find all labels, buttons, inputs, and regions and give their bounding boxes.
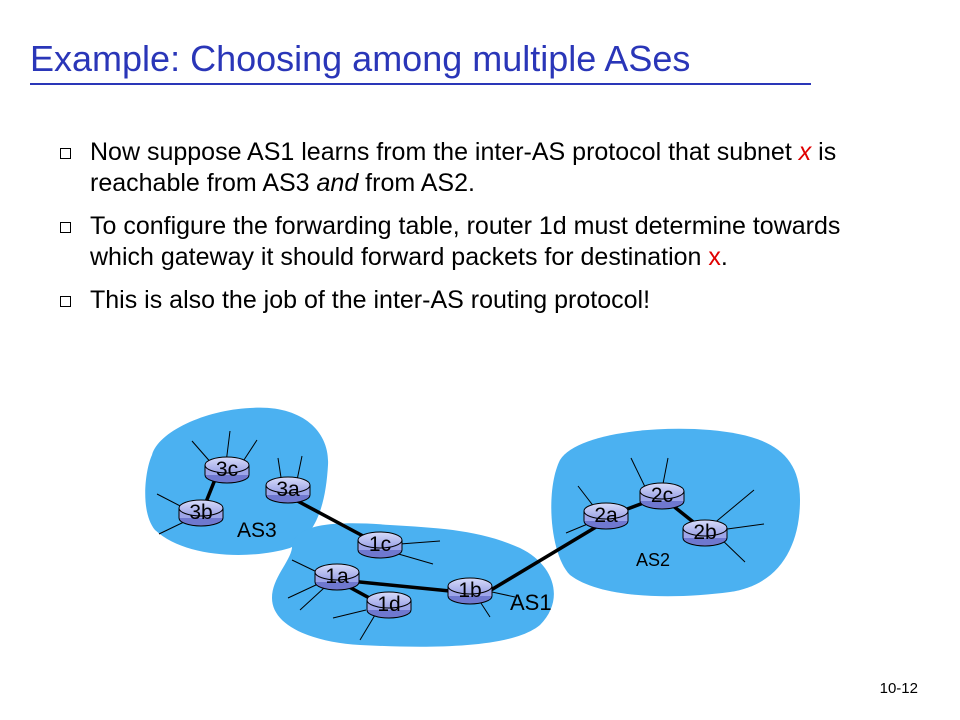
- bullet-text: Now suppose AS1 learns from the inter-AS…: [90, 138, 837, 197]
- destination-x: x: [708, 243, 721, 271]
- as2-region: [551, 428, 800, 597]
- router-1b-label: 1b: [458, 579, 481, 602]
- as-topology-diagram: 3c 3a 3b 1c 1a 1d 1b 2a 2c 2b AS3 AS1 AS…: [145, 407, 800, 647]
- bullet-item: This is also the job of the inter-AS rou…: [60, 285, 900, 316]
- square-bullet-icon: [60, 296, 71, 307]
- as3-label: AS3: [237, 519, 277, 542]
- router-1d-label: 1d: [377, 593, 400, 616]
- bullet-item: To configure the forwarding table, route…: [60, 211, 900, 273]
- square-bullet-icon: [60, 222, 71, 233]
- bullet-item: Now suppose AS1 learns from the inter-AS…: [60, 137, 900, 199]
- router-1a-label: 1a: [325, 565, 349, 588]
- as1-label: AS1: [510, 590, 552, 615]
- router-3a-label: 3a: [276, 478, 300, 501]
- and-emphasis: and: [316, 169, 359, 197]
- router-2a-label: 2a: [594, 504, 618, 527]
- router-2b-label: 2b: [693, 521, 716, 544]
- bullet-list: Now suppose AS1 learns from the inter-AS…: [60, 137, 900, 328]
- as1-region: [272, 523, 554, 647]
- as2-label: AS2: [636, 550, 670, 570]
- slide-title: Example: Choosing among multiple ASes: [30, 38, 691, 79]
- router-2c-label: 2c: [651, 484, 673, 507]
- bullet-text: To configure the forwarding table, route…: [90, 212, 841, 271]
- title-underline: [30, 83, 811, 85]
- router-3c-label: 3c: [216, 458, 238, 481]
- router-3b-label: 3b: [189, 501, 212, 524]
- slide-number: 10-12: [879, 680, 918, 697]
- square-bullet-icon: [60, 148, 71, 159]
- router-1c-label: 1c: [369, 533, 391, 556]
- bullet-text: This is also the job of the inter-AS rou…: [90, 286, 651, 314]
- subnet-x: x: [798, 138, 812, 166]
